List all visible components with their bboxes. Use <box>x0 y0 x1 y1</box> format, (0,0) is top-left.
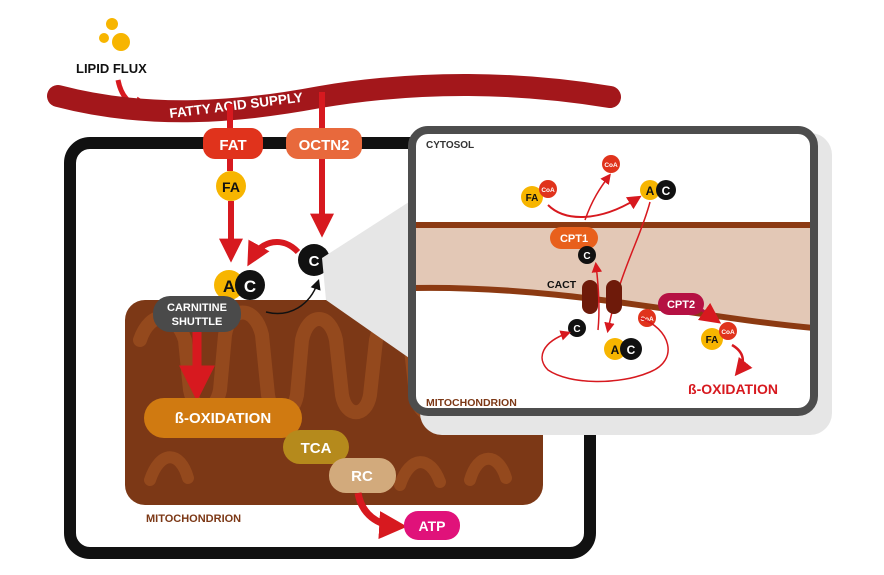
inset-matrix-ac-a-label: A <box>611 343 620 357</box>
inset-fa-molecule <box>521 186 543 208</box>
inset-cact-left <box>582 280 598 314</box>
carnitine-shuttle-label-1: CARNITINE <box>167 302 227 314</box>
fa-label: FA <box>222 179 240 195</box>
inset-cpt1-label: CPT1 <box>560 233 588 245</box>
carnitine-of-ac <box>235 270 265 300</box>
lipid-droplets-icon <box>99 18 130 51</box>
carnitine-recycle-arrow <box>265 279 321 315</box>
inset-c-at-cpt1-label: C <box>583 251 590 262</box>
inset-matrix-coa <box>719 322 737 340</box>
fat-to-fa-link <box>227 159 233 171</box>
inset-cpt2-label: CPT2 <box>667 299 695 311</box>
inset-matrix-fa <box>701 328 723 350</box>
octn2-label: OCTN2 <box>299 137 350 154</box>
beta-oxidation-label: ß-OXIDATION <box>175 410 271 427</box>
inner-membrane <box>412 284 814 331</box>
inset-cpt2-to-facoa-arrow <box>697 302 722 324</box>
inset-to-beta-oxidation-arrow <box>731 343 753 377</box>
atp-box <box>404 511 460 540</box>
tca-box <box>283 430 349 464</box>
intermembrane-space <box>412 222 814 328</box>
inset-coa-at-cpt2-label: CoA <box>640 316 654 323</box>
rc-to-atp-arrow <box>354 492 408 540</box>
inset-ac-carnitine <box>656 180 676 200</box>
inset-matrix-ac-c-label: C <box>627 343 636 357</box>
atp-label: ATP <box>419 518 446 534</box>
inset-matrix-ac-acyl <box>604 338 626 360</box>
ac-a-label: A <box>223 277 235 296</box>
ac-c-label: C <box>244 277 256 296</box>
fat-connector <box>227 104 233 130</box>
inset-cact-label: CACT <box>547 279 577 291</box>
carnitine-shuttle <box>153 296 241 332</box>
fa-molecule <box>216 171 246 201</box>
inset-cpt1-reaction-arrow <box>547 195 642 218</box>
inset-ac-acyl <box>640 180 660 200</box>
inset-free-coa-label: CoA <box>604 162 618 169</box>
octn2-transporter <box>286 128 362 159</box>
fat-label: FAT <box>219 137 246 154</box>
inset-cact-right <box>606 280 622 314</box>
inset-matrix-ac-carnitine <box>620 338 642 360</box>
rc-label: RC <box>351 468 373 485</box>
cytosol-label: CYTOSOL <box>426 140 474 151</box>
inset-matrix-coa-label: CoA <box>721 329 735 336</box>
inset-coa-at-cpt2 <box>638 309 656 327</box>
inset-c-at-cpt1 <box>578 246 596 264</box>
octn2-connector <box>319 92 325 130</box>
inset-matrix-fa-label: FA <box>706 335 719 346</box>
carnitine-shuttle-label-2: SHUTTLE <box>172 316 223 328</box>
zoom-projection <box>322 200 412 360</box>
rc-box <box>329 458 396 493</box>
beta-oxidation-box <box>144 398 302 438</box>
inset-matrix-cycle-arrow <box>541 317 669 383</box>
acyl-group <box>214 270 244 300</box>
inset-beta-oxidation-label: ß-OXIDATION <box>688 381 778 397</box>
inset-mitochondrion-label: MITOCHONDRION <box>426 397 517 409</box>
inset-ac-c-label: C <box>662 184 671 198</box>
inset-free-coa <box>602 155 620 173</box>
inset-fa-label: FA <box>526 193 539 204</box>
mitochondrion-main-label: MITOCHONDRION <box>146 513 241 525</box>
lipid-flux-label: LIPID FLUX <box>76 61 147 76</box>
carnitine-molecule <box>298 244 330 276</box>
inset-carnitine-export-arrow <box>591 261 603 331</box>
inset-coa-release-arrow <box>584 173 611 221</box>
fat-transporter <box>203 128 263 159</box>
inset-coa-molecule <box>539 180 557 198</box>
inset-ac-a-label: A <box>646 184 655 198</box>
inset-cpt1-enzyme <box>550 227 598 249</box>
carnitine-label: C <box>309 253 320 270</box>
inset-matrix-c-label: C <box>573 324 580 335</box>
inset-cpt2-enzyme <box>658 293 704 315</box>
c-to-ac-arrow <box>247 239 301 267</box>
inset-coa-label: CoA <box>541 187 555 194</box>
inset-matrix-c <box>568 319 586 337</box>
fatty-acid-supply-vessel <box>47 74 621 123</box>
tca-label: TCA <box>301 440 332 457</box>
